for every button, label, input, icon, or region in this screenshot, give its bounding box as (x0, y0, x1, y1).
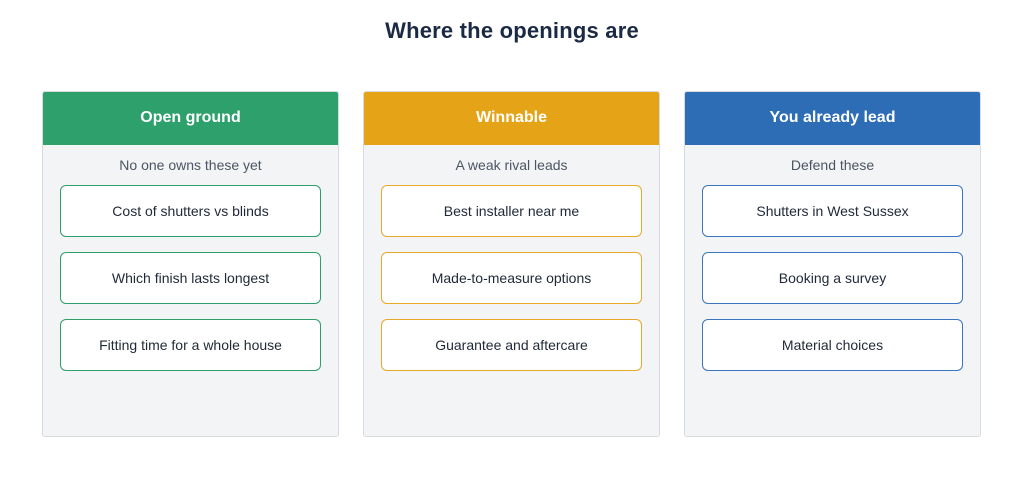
column-header: You already lead (685, 92, 980, 145)
column-subtitle: No one owns these yet (119, 157, 262, 173)
item-card: Material choices (702, 319, 963, 371)
column-winnable: Winnable A weak rival leads Best install… (363, 91, 660, 437)
column-header: Open ground (43, 92, 338, 145)
item-card: Shutters in West Sussex (702, 185, 963, 237)
item-card: Cost of shutters vs blinds (60, 185, 321, 237)
item-list: Cost of shutters vs blinds Which finish … (60, 185, 321, 386)
page-title: Where the openings are (385, 18, 639, 43)
item-card: Guarantee and aftercare (381, 319, 642, 371)
column-header: Winnable (364, 92, 659, 145)
item-card: Fitting time for a whole house (60, 319, 321, 371)
column-subtitle: A weak rival leads (455, 157, 568, 173)
item-card: Which finish lasts longest (60, 252, 321, 304)
item-card: Made-to-measure options (381, 252, 642, 304)
item-card: Booking a survey (702, 252, 963, 304)
column-subtitle: Defend these (790, 157, 875, 173)
column-open-ground: Open ground No one owns these yet Cost o… (42, 91, 339, 437)
item-list: Best installer near me Made-to-measure o… (381, 185, 642, 386)
column-you-already-lead: You already lead Defend these Shutters i… (684, 91, 981, 437)
item-list: Shutters in West Sussex Booking a survey… (702, 185, 963, 386)
item-card: Best installer near me (381, 185, 642, 237)
